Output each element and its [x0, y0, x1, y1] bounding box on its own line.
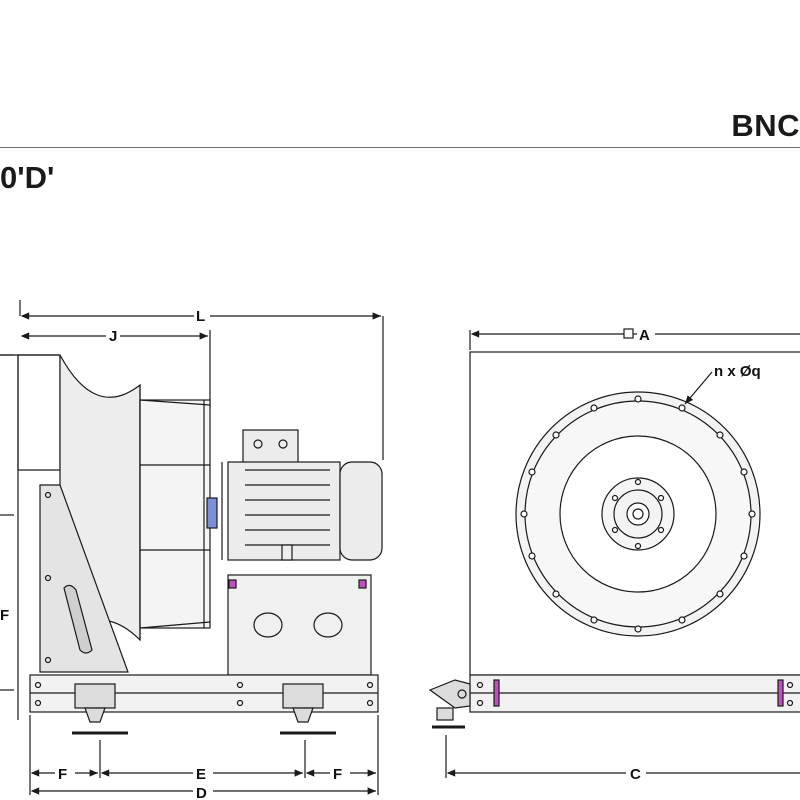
- dim-E-label: E: [196, 766, 206, 783]
- dim-J-label: J: [109, 328, 117, 345]
- coupling: [206, 497, 218, 529]
- holes-leader: [684, 371, 713, 405]
- impeller: [139, 385, 211, 640]
- dim-D-label: D: [196, 785, 207, 800]
- left-edge-lines: [0, 354, 14, 691]
- isolator-left: [72, 683, 128, 735]
- dim-F-right-label: F: [333, 766, 342, 783]
- pedestal-plate: [39, 484, 129, 673]
- dim-C-line: [445, 735, 800, 778]
- dim-A-line: [469, 328, 800, 350]
- inlet-flange: [515, 391, 761, 637]
- header-rule: [0, 147, 800, 148]
- front-isolator: [428, 679, 471, 729]
- model-code-title: BNC: [731, 108, 800, 143]
- dim-A-label: A: [639, 327, 650, 344]
- dim-F-left-label: F: [58, 766, 67, 783]
- motor-base: [227, 574, 372, 676]
- holes-label: n x Øq: [714, 363, 761, 380]
- dim-L-label: L: [196, 308, 205, 325]
- dim-C-label: C: [630, 766, 641, 783]
- motor: [221, 429, 383, 561]
- isolator-right: [280, 683, 336, 735]
- fan-housing: [0, 354, 141, 720]
- flange-holes: [520, 395, 756, 633]
- arrangement-title: 0'D': [0, 160, 55, 195]
- dim-left-F-label: F: [0, 607, 9, 624]
- front-base: [469, 674, 800, 713]
- side-view: [0, 300, 384, 795]
- front-view: [428, 328, 800, 778]
